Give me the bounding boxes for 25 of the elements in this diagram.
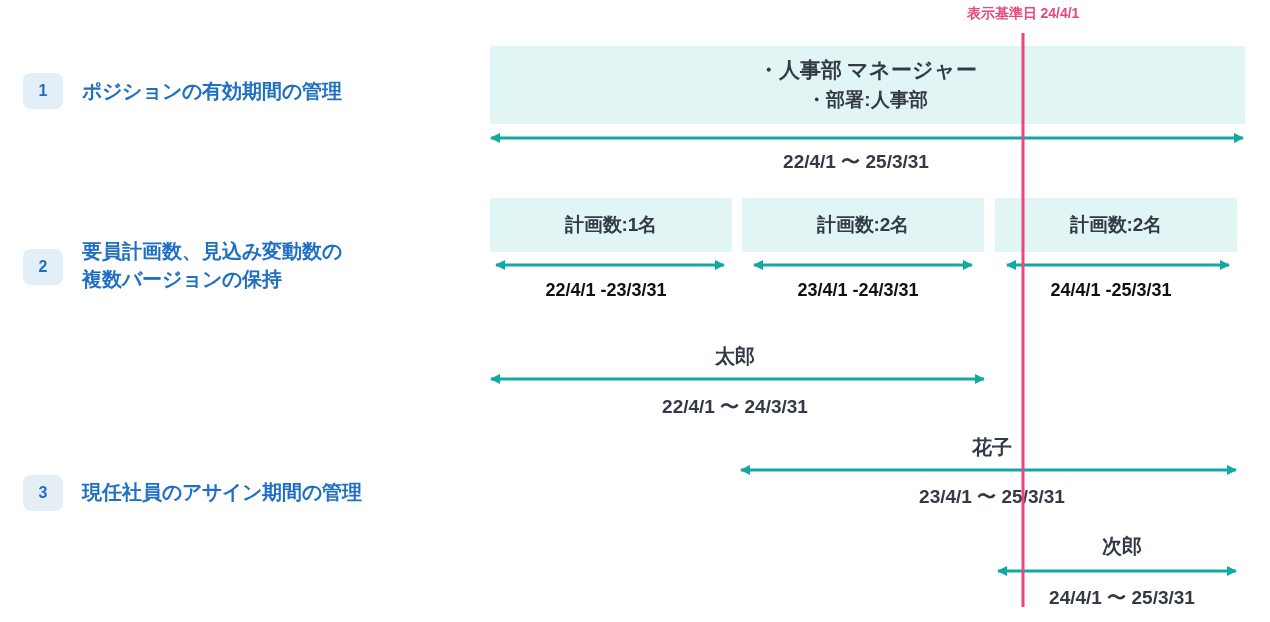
number-badge: 3	[23, 475, 63, 511]
period-band	[490, 198, 732, 252]
period-band	[490, 46, 1245, 124]
period-label: 22/4/1 〜 25/3/31	[783, 150, 929, 174]
period-label: 23/4/1 -24/3/31	[797, 279, 919, 301]
section-heading: 現任社員のアサイン期間の管理	[82, 480, 362, 505]
period-label: 22/4/1 -23/3/31	[545, 279, 667, 301]
reference-date-label: 表示基準日 24/4/1	[966, 5, 1080, 23]
section-heading: 要員計画数、見込み変動数の複数バージョンの保持	[82, 239, 343, 292]
person-name: 花子	[972, 434, 1012, 460]
plan-count-text: 計画数:1名	[564, 213, 658, 237]
bullet-item: ・部署:人事部	[807, 88, 928, 112]
period-label: 24/4/1 -25/3/31	[1050, 279, 1172, 301]
period-band	[742, 198, 984, 252]
person-name: 次郎	[1102, 533, 1142, 559]
section-heading: ポジションの有効期間の管理	[82, 79, 342, 104]
period-band	[995, 198, 1237, 252]
period-label: 24/4/1 〜 25/3/31	[1049, 586, 1195, 610]
number-badge: 2	[23, 249, 63, 285]
number-badge: 1	[23, 73, 63, 109]
bullet-item: ・人事部 マネージャー	[757, 57, 978, 83]
plan-count-text: 計画数:2名	[816, 213, 910, 237]
person-name: 太郎	[715, 343, 755, 369]
plan-count-text: 計画数:2名	[1069, 213, 1163, 237]
period-label: 22/4/1 〜 24/3/31	[662, 395, 808, 419]
